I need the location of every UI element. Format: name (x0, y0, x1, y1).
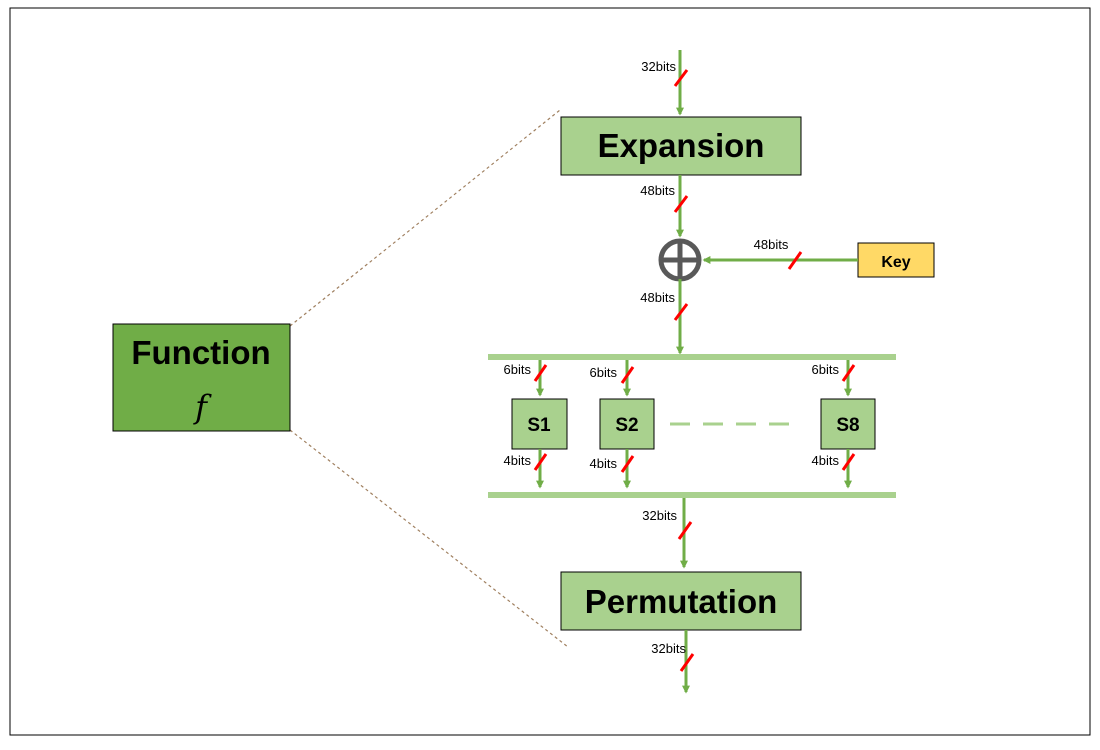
expansion-out-bits-label: 48bits (640, 183, 675, 198)
function-title: Function (131, 334, 270, 371)
combined-bits-label: 32bits (642, 508, 677, 523)
s8-out-slash (841, 453, 856, 471)
xor-out-slash (673, 303, 689, 321)
upper-bus (488, 354, 896, 360)
expansion-label: Expansion (598, 127, 765, 164)
s1-in-slash (533, 364, 548, 382)
key-box (857, 242, 935, 278)
zoom-line-top (289, 109, 561, 327)
outer-frame (9, 7, 1091, 736)
s1-out-slash (533, 453, 548, 471)
s2-box (599, 398, 655, 450)
s8-in-slash (841, 364, 856, 382)
s1-box (511, 398, 568, 450)
output-slash (679, 653, 695, 672)
s8-out-bits-label: 4bits (812, 453, 840, 468)
s2-in-bits-label: 6bits (590, 365, 618, 380)
zoom-line-bottom (289, 429, 569, 648)
key-bus-slash (787, 251, 803, 270)
xor-icon (658, 238, 702, 282)
s1-out-bits-label: 4bits (504, 453, 532, 468)
s2-in-slash (620, 366, 635, 384)
s2-label: S2 (615, 415, 638, 436)
s8-in-bits-label: 6bits (812, 362, 840, 377)
sbox-s2: 6bits S2 4bits (590, 360, 655, 489)
xor-out-bits-label: 48bits (640, 290, 675, 305)
s8-label: S8 (836, 415, 859, 436)
combined-slash (677, 521, 693, 540)
expansion-out-slash (673, 195, 689, 213)
permutation-box (560, 571, 802, 631)
s8-box (820, 398, 876, 450)
key-label: Key (881, 254, 910, 271)
input-bits-label: 32bits (641, 59, 676, 74)
input-bus-slash (673, 69, 689, 87)
sbox-s1: 6bits S1 4bits (504, 360, 568, 489)
function-box (112, 323, 291, 432)
s1-label: S1 (527, 415, 551, 436)
permutation-label: Permutation (585, 583, 778, 620)
sbox-s8: 6bits S8 4bits (812, 360, 876, 489)
key-bits-label: 48bits (754, 237, 789, 252)
output-bits-label: 32bits (651, 641, 686, 656)
s2-out-bits-label: 4bits (590, 456, 618, 471)
s1-in-bits-label: 6bits (504, 362, 532, 377)
lower-bus (488, 492, 896, 498)
s2-out-slash (620, 455, 635, 473)
